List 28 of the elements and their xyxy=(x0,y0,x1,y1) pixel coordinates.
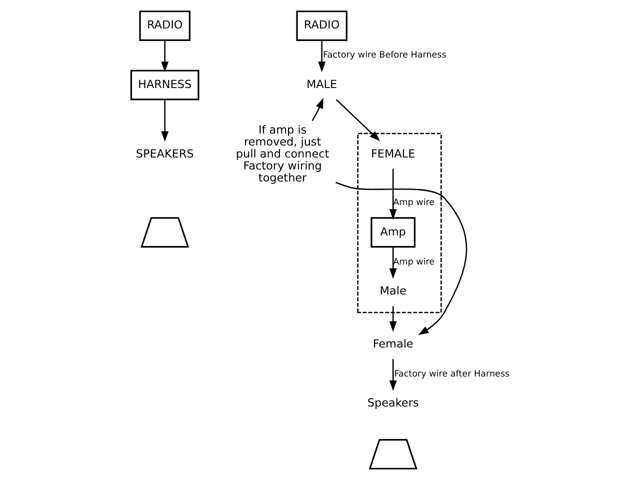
edge-label: Factory wire Before Harness xyxy=(322,50,446,61)
node-box: Amp xyxy=(370,217,416,248)
arrow xyxy=(336,182,468,335)
arrow xyxy=(389,246,397,279)
node-text: Female xyxy=(372,337,414,350)
edge-label: Factory wire after Harness xyxy=(394,369,510,380)
node-box: RADIO xyxy=(139,10,190,41)
arrow xyxy=(389,168,397,220)
cluster xyxy=(357,132,442,314)
node-trapezoid xyxy=(140,217,190,248)
node-text: Speakers xyxy=(367,396,419,410)
arrow xyxy=(389,306,397,332)
arrow xyxy=(336,99,380,142)
node-box: RADIO xyxy=(296,10,348,41)
arrow xyxy=(389,358,397,391)
arrow xyxy=(161,40,169,72)
edge-label: Amp wire xyxy=(393,257,435,268)
node-text: Male xyxy=(380,284,406,298)
node-text: MALE xyxy=(306,78,338,92)
node-text: If amp is removed, just pull and connect Factory wiring together xyxy=(236,123,330,184)
node-trapezoid xyxy=(368,439,418,470)
arrow xyxy=(161,100,169,142)
arrow xyxy=(318,40,326,72)
node-text: SPEAKERS xyxy=(136,147,194,160)
node-text: FEMALE xyxy=(370,147,416,160)
node-box: HARNESS xyxy=(130,70,200,100)
arrow xyxy=(312,98,324,122)
edge-label: Amp wire xyxy=(393,198,435,208)
